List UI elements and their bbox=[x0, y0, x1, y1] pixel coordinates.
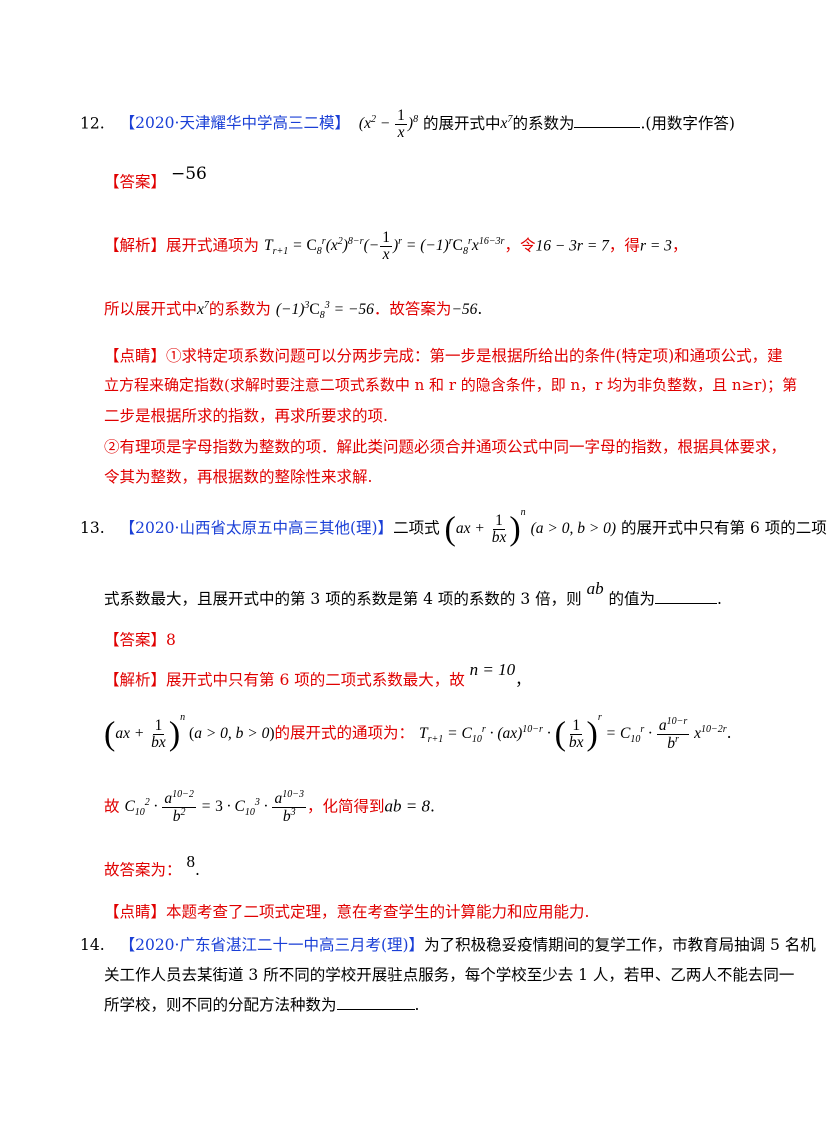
q13-text-c: 式系数最大，且展开式中的第 3 项的系数是第 4 项的系数的 3 倍，则 bbox=[104, 590, 582, 608]
q12-comment-1: 【点睛】①求特定项系数问题可以分两步完成：第一步是根据所给出的条件(特定项)和通… bbox=[104, 344, 783, 366]
q13-ab: ab bbox=[586, 579, 604, 598]
q12-line2-b: 的系数为 bbox=[208, 300, 271, 318]
q14-blank bbox=[336, 995, 415, 1010]
q13-answer-label: 【答案】 bbox=[104, 631, 167, 649]
q13-analysis-text1: 展开式中只有第 6 项的二项式系数最大，故 bbox=[166, 671, 465, 689]
q12-number: 12. bbox=[80, 114, 105, 133]
q13-text-a: 二项式 bbox=[393, 519, 440, 537]
q12-comment-4: ②有理项是字母指数为整数的项．解此类问题必须合并通项公式中同一字母的指数，根据具… bbox=[104, 438, 787, 456]
q14-text-3: 所学校，则不同的分配方法种数为 bbox=[104, 996, 337, 1014]
q12-analysis-text3: ，得 bbox=[608, 236, 640, 255]
q12-source: 【2020·天津耀华中学高三二模】 bbox=[119, 114, 350, 133]
q12-text-a: 的展开式中 bbox=[423, 114, 501, 133]
q12-line2-value: −56 bbox=[451, 301, 478, 318]
q12-analysis-result: r = 3 bbox=[639, 237, 672, 255]
q12-comment-text-1: ①求特定项系数问题可以分两步完成：第一步是根据所给出的条件(特定项)和通项公式，… bbox=[166, 347, 783, 365]
q14-line2: 关工作人员去某街道 3 所不同的学校开展驻点服务，每个学校至少去 1 人，若甲、… bbox=[104, 966, 795, 984]
q12-analysis-eq: 16 − 3r = 7 bbox=[535, 237, 609, 255]
q13-final-value: 8 bbox=[186, 852, 195, 871]
q13-number: 13. bbox=[80, 519, 105, 537]
q14-number: 14. bbox=[80, 936, 105, 954]
q13-cond: (a > 0, b > 0) bbox=[530, 520, 617, 537]
q13-comment-line: 【点睛】本题考查了二项式定理，意在考查学生的计算能力和应用能力. bbox=[104, 900, 589, 922]
q13-text-b: 的展开式中只有第 6 项的二项 bbox=[621, 519, 827, 537]
q12-analysis-text1: 展开式通项为 bbox=[166, 236, 260, 255]
q12-analysis-text2: ，令 bbox=[504, 236, 536, 255]
q12-blank bbox=[574, 113, 641, 129]
q12-line2-a: 所以展开式中 bbox=[104, 300, 198, 318]
q13-answer-line: 【答案】8 bbox=[104, 628, 176, 650]
q12-comment-label: 【点睛】 bbox=[104, 347, 167, 365]
q14-line3: 所学校，则不同的分配方法种数为. bbox=[104, 995, 420, 1014]
q13-final-label: 故答案为： bbox=[104, 861, 182, 879]
q12-text-c: .(用数字作答) bbox=[640, 114, 735, 133]
q13-analysis-text2: 的展开式的通项为： bbox=[274, 724, 415, 742]
q13-final-line: 故答案为： 8. bbox=[104, 852, 200, 879]
q13-comment-label: 【点睛】 bbox=[104, 903, 167, 921]
q12-comment-2: 立方程来确定指数(求解时要注意二项式系数中 n 和 r 的隐含条件，即 n，r … bbox=[104, 376, 798, 394]
q13-simplify: ，化简得到 bbox=[306, 797, 385, 816]
q12-line2-x7: x7 bbox=[197, 299, 209, 318]
q12-line2-coef: (−1)3C83 = −56 bbox=[275, 299, 374, 322]
q12-line2: 所以展开式中x7的系数为 (−1)3C83 = −56．故答案为−56. bbox=[104, 299, 483, 322]
q13-text-d: 的值为 bbox=[608, 590, 656, 608]
q12-comment-3: 二步是根据所求的指数，再求所要求的项. bbox=[104, 407, 388, 425]
q12-answer-value: −56 bbox=[170, 164, 207, 184]
q13-gu: 故 bbox=[104, 797, 120, 816]
q13-source: 【2020·山西省太原五中高三其他(理)】 bbox=[119, 519, 394, 537]
q12-text-b: 的系数为 bbox=[512, 114, 575, 133]
q13-analysis-line: 【解析】展开式中只有第 6 项的二项式系数最大，故 n = 10， bbox=[104, 660, 531, 689]
q14-text-1: 为了积极稳妥疫情期间的复学工作，市教育局抽调 5 名机 bbox=[424, 936, 816, 954]
q13-line2: 式系数最大，且展开式中的第 3 项的系数是第 4 项的系数的 3 倍，则 ab … bbox=[104, 579, 722, 608]
q13-n-eq: n = 10 bbox=[469, 660, 516, 679]
q13-blank bbox=[655, 589, 718, 604]
q14-line1: 14. 【2020·广东省湛江二十一中高三月考(理)】为了积极稳妥疫情期间的复学… bbox=[80, 933, 816, 955]
q12-analysis-label: 【解析】 bbox=[104, 236, 167, 255]
q12-answer-line: 【答案】 −56 bbox=[104, 164, 207, 192]
q12-answer-label: 【答案】 bbox=[104, 173, 167, 191]
q12-comment-5: 令其为整数，再根据数的整除性来求解. bbox=[104, 468, 373, 486]
q14-source: 【2020·广东省湛江二十一中高三月考(理)】 bbox=[119, 936, 425, 954]
q12-x7: x7 bbox=[500, 114, 513, 133]
q13-comment-text: 本题考查了二项式定理，意在考查学生的计算能力和应用能力. bbox=[166, 903, 590, 921]
q13-answer-value: 8 bbox=[166, 631, 176, 649]
q13-ab-eq: ab = 8 bbox=[384, 796, 430, 816]
q13-analysis-label: 【解析】 bbox=[104, 671, 167, 689]
q12-line2-c: ．故答案为 bbox=[373, 300, 452, 318]
